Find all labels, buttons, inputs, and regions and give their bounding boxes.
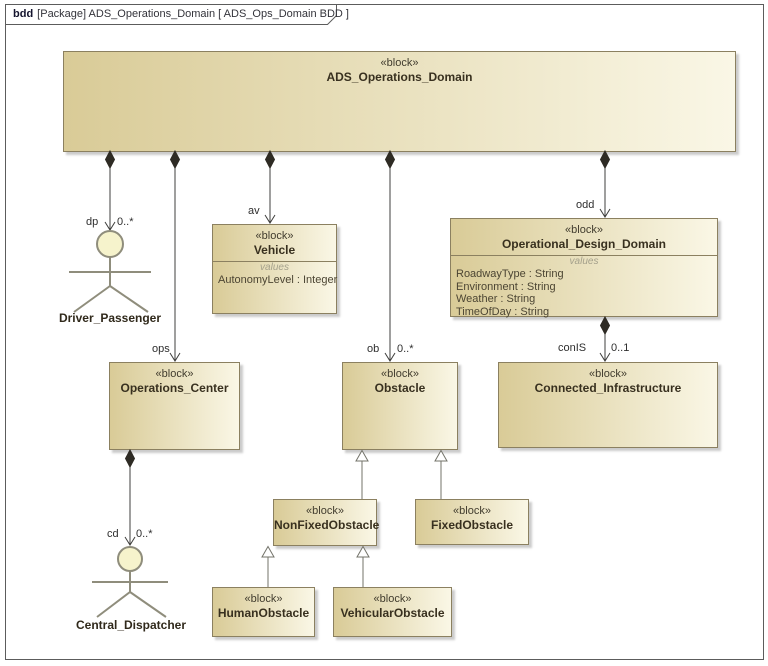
- actor-driver-passenger[interactable]: [69, 230, 151, 313]
- stereotype-label: «block»: [380, 57, 419, 69]
- block-vehicle[interactable]: «block» Vehicle values AutonomyLevel : I…: [212, 224, 337, 314]
- stereotype-label: «block»: [565, 224, 603, 236]
- compartment-divider: [451, 255, 717, 256]
- block-name: Vehicle: [253, 243, 296, 257]
- actor-central-dispatcher[interactable]: [92, 546, 168, 618]
- block-ads-operations-domain[interactable]: «block» ADS_Operations_Domain: [63, 51, 736, 152]
- multiplicity-dp: 0..*: [117, 216, 134, 228]
- value-property: Environment : String: [456, 280, 556, 293]
- block-operations-center[interactable]: «block» Operations_Center: [109, 362, 240, 450]
- actor-leg-left: [96, 591, 131, 618]
- compartment-divider: [213, 261, 336, 262]
- block-human-obstacle[interactable]: «block» HumanObstacle: [212, 587, 315, 637]
- stereotype-label: «block»: [373, 593, 412, 605]
- multiplicity-conis: 0..1: [611, 342, 630, 354]
- stereotype-label: «block»: [381, 368, 419, 380]
- multiplicity-cd: 0..*: [136, 528, 153, 540]
- multiplicity-ob: 0..*: [397, 343, 414, 355]
- role-label-ops: ops: [152, 343, 170, 355]
- block-operational-design-domain[interactable]: «block» Operational_Design_Domain values…: [450, 218, 718, 318]
- block-name: Obstacle: [374, 381, 426, 395]
- actor-leg-right: [109, 285, 149, 313]
- block-name: NonFixedObstacle: [274, 518, 380, 532]
- block-name: Connected_Infrastructure: [534, 381, 682, 395]
- block-name: VehicularObstacle: [340, 606, 445, 620]
- actor-leg-left: [73, 285, 111, 313]
- frame-kind-keyword: bdd: [13, 8, 34, 20]
- values-compartment-label: values: [569, 256, 599, 267]
- stereotype-label: «block»: [306, 505, 344, 517]
- role-label-dp: dp: [86, 216, 99, 228]
- value-property: AutonomyLevel : Integer: [218, 274, 338, 286]
- block-obstacle[interactable]: «block» Obstacle: [342, 362, 458, 450]
- block-name: ADS_Operations_Domain: [326, 70, 473, 84]
- role-label-conis: conIS: [558, 342, 587, 354]
- block-name: Operations_Center: [120, 381, 229, 395]
- actor-head: [96, 230, 124, 258]
- value-property: Weather : String: [456, 293, 536, 305]
- stereotype-label: «block»: [589, 368, 627, 380]
- frame-title-text: [Package] ADS_Operations_Domain [ ADS_Op…: [37, 8, 349, 20]
- block-name: Operational_Design_Domain: [501, 237, 667, 251]
- role-label-ob: ob: [367, 343, 380, 355]
- block-connected-infrastructure[interactable]: «block» Connected_Infrastructure: [498, 362, 718, 448]
- block-name: HumanObstacle: [217, 606, 310, 620]
- block-fixed-obstacle[interactable]: «block» FixedObstacle: [415, 499, 529, 545]
- diagram-frame-title: bdd[Package] ADS_Operations_Domain [ ADS…: [13, 8, 349, 20]
- role-label-cd: cd: [107, 528, 119, 540]
- role-label-av: av: [248, 205, 260, 217]
- actor-name-driver-passenger: Driver_Passenger: [58, 311, 162, 325]
- stereotype-label: «block»: [255, 230, 294, 242]
- block-name: FixedObstacle: [430, 518, 514, 532]
- actor-head: [117, 546, 143, 572]
- role-label-odd: odd: [576, 199, 595, 211]
- stereotype-label: «block»: [453, 505, 491, 517]
- block-nonfixed-obstacle[interactable]: «block» NonFixedObstacle: [273, 499, 380, 546]
- values-compartment-label: values: [260, 262, 289, 273]
- value-property: TimeOfDay : String: [456, 305, 550, 318]
- value-property: RoadwayType : String: [456, 268, 564, 280]
- block-vehicular-obstacle[interactable]: «block» VehicularObstacle: [333, 587, 452, 637]
- actor-name-central-dispatcher: Central_Dispatcher: [75, 618, 187, 632]
- stereotype-label: «block»: [244, 593, 283, 605]
- stereotype-label: «block»: [155, 368, 194, 380]
- actor-leg-right: [129, 591, 167, 618]
